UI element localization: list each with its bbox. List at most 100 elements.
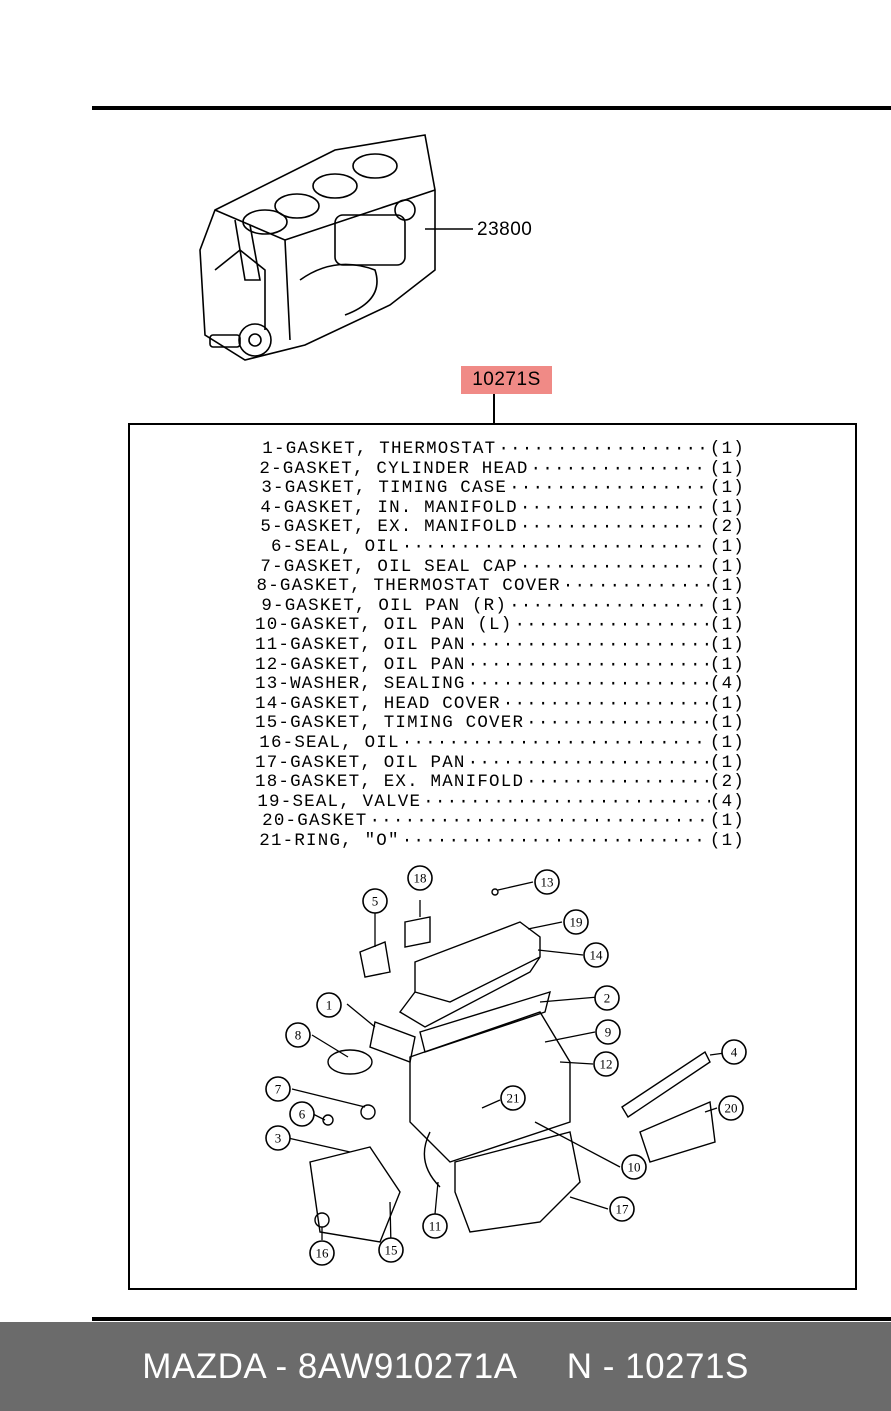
callout-17: 17 [609,1196,635,1222]
part-separator: - [282,830,295,851]
part-number: 6 [270,536,283,557]
dot-leader: ········································ [519,518,710,538]
engine-block-illustration [199,134,473,361]
bottom-divider [92,1317,891,1321]
parts-list-row: 21-RING, "O" ···························… [255,830,745,852]
part-separator: - [278,615,291,636]
svg-text:14: 14 [590,948,604,963]
dot-leader: ········································ [562,577,710,597]
part-separator: - [285,811,298,832]
part-description: GASKET, OIL PAN [290,752,466,773]
parts-list-row: 2-GASKET, CYLINDER HEAD ················… [255,458,745,480]
svg-text:18: 18 [414,871,427,886]
part-description: GASKET, OIL PAN [290,634,466,655]
svg-text:5: 5 [372,894,379,909]
parts-list: 1-GASKET, THERMOSTAT ···················… [255,439,745,852]
part-description: GASKET, HEAD COVER [290,693,501,714]
callout-1: 1 [316,992,342,1018]
dot-leader: ········································ [519,498,710,518]
parts-list-row: 17-GASKET, OIL PAN ·····················… [255,752,745,774]
callout-14: 14 [583,942,609,968]
part-number: 13 [255,674,279,695]
callout-16: 16 [309,1240,335,1266]
part-number: 18 [255,772,279,793]
parts-list-row: 6-SEAL, OIL ····························… [255,536,745,558]
part-separator: - [280,791,293,812]
parts-list-row: 19-SEAL, VALVE ·························… [255,791,745,813]
parts-list-row: 12-GASKET, OIL PAN ·····················… [255,655,745,676]
part-number: 3 [261,478,274,499]
parts-list-row: 10-GASKET, OIL PAN (L) ·················… [255,616,745,636]
part-description: WASHER, SEALING [290,674,466,695]
part-quantity: (1) [709,556,745,577]
callout-2: 2 [594,985,620,1011]
svg-text:6: 6 [299,1107,306,1122]
part-quantity: (1) [709,732,745,753]
part-quantity: (1) [709,830,745,851]
part-quantity: (1) [709,752,745,773]
part-quantity: (1) [709,536,745,557]
parts-list-row: 5-GASKET, EX. MANIFOLD ·················… [255,518,745,538]
callout-18: 18 [407,865,433,891]
dot-leader: ········································ [467,753,710,773]
exploded-gasket-diagram: 1 2 3 4 5 6 7 8 9 10 11 12 13 14 15 16 1… [265,865,747,1266]
part-separator: - [282,536,295,557]
part-separator: - [272,517,284,538]
part-quantity: (4) [709,791,745,812]
part-number: 5 [260,517,273,538]
svg-text:13: 13 [541,875,554,890]
callout-20: 20 [718,1095,744,1121]
part-quantity: (1) [709,595,745,616]
part-number: 4 [260,497,273,518]
dot-leader: ········································ [509,596,710,616]
parts-list-row: 9-GASKET, OIL PAN (R) ··················… [255,595,745,617]
part-quantity: (2) [709,517,745,538]
callout-4: 4 [721,1039,747,1065]
part-number: 9 [261,595,274,616]
part-description: GASKET, TIMING COVER [290,713,525,734]
part-separator: - [273,478,285,499]
part-number: 19 [257,791,281,812]
parts-list-row: 4-GASKET, IN. MANIFOLD ·················… [255,497,745,519]
part-description: SEAL, VALVE [292,791,422,812]
head-cover-drawing [414,921,541,1003]
part-separator: - [278,674,291,695]
part-quantity: (1) [709,615,745,636]
dot-leader: ········································ [401,537,710,557]
part-number: 14 [255,693,279,714]
kit-part-number-tag[interactable]: 10271S [461,366,552,394]
dot-leader: ········································ [467,655,710,675]
parts-list-row: 14-GASKET, HEAD COVER ··················… [255,693,745,715]
parts-list-row: 13-WASHER, SEALING ·····················… [255,675,745,695]
svg-text:11: 11 [429,1219,442,1234]
part-description: GASKET, EX. MANIFOLD [290,772,525,793]
part-description: GASKET, TIMING CASE [284,478,508,499]
part-separator: - [272,497,284,518]
dot-leader: ········································ [467,675,710,695]
part-quantity: (1) [709,458,745,479]
footer-caption: MAZDA - 8AW910271A N - 10271S [0,1322,891,1411]
part-separator: - [268,576,280,597]
part-separator: - [278,772,291,793]
part-description: GASKET, OIL SEAL CAP [283,556,518,577]
callout-19: 19 [563,909,589,935]
part-separator: - [278,693,291,714]
part-description: GASKET, CYLINDER HEAD [282,458,529,479]
callout-11: 11 [422,1213,448,1239]
dot-leader: ········································ [401,733,710,753]
callout-6: 6 [289,1101,315,1127]
svg-text:12: 12 [600,1057,613,1072]
part-separator: - [278,634,291,655]
dot-leader: ········································ [467,635,710,655]
part-description: GASKET, OIL PAN (R) [284,595,508,616]
part-separator: - [272,556,284,577]
svg-text:4: 4 [731,1045,738,1060]
part-separator: - [278,713,291,734]
dot-leader: ········································ [526,714,710,734]
part-description: GASKET, OIL PAN (L) [290,615,513,636]
part-number: 20 [262,811,286,832]
dot-leader: ········································ [502,694,710,714]
part-description: SEAL, OIL [294,732,400,753]
dot-leader: ········································ [369,812,710,832]
part-quantity: (1) [709,439,745,459]
